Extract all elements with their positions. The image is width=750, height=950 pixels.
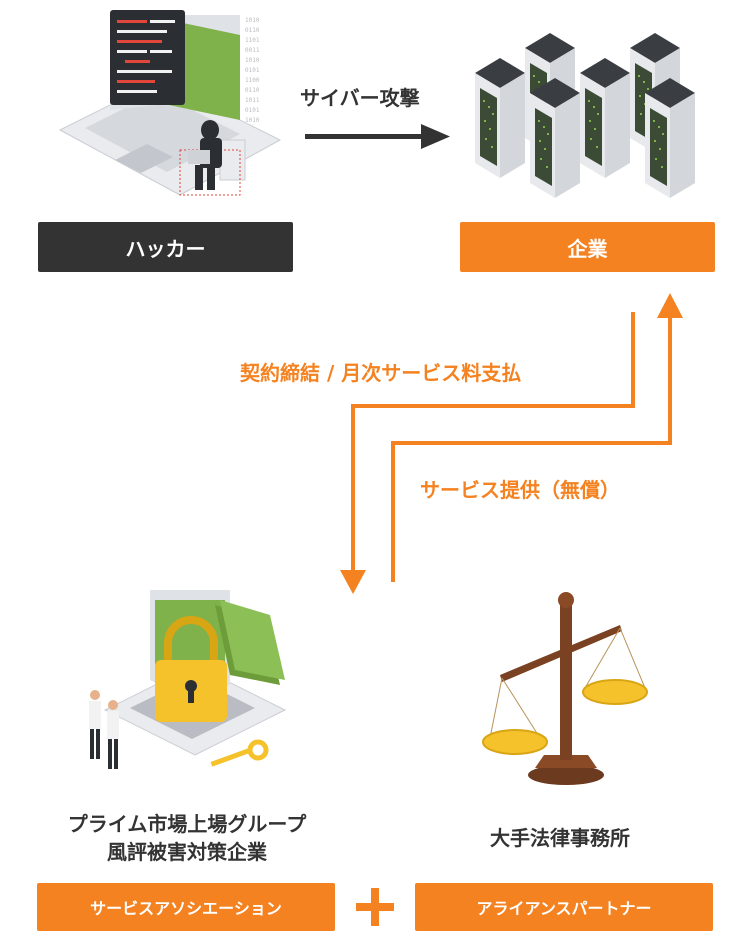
company-label: 企業	[460, 222, 715, 272]
alliance-partner-button[interactable]: アライアンスパートナー	[415, 883, 713, 931]
svg-text:1011: 1011	[245, 97, 260, 104]
attack-arrow	[305, 124, 450, 149]
svg-text:1010: 1010	[245, 57, 260, 64]
contract-label: 契約締結 / 月次サービス料支払	[240, 361, 522, 385]
law-firm-name: 大手法律事務所	[490, 826, 630, 850]
svg-text:1101: 1101	[245, 37, 260, 44]
service-association-button[interactable]: サービスアソシエーション	[37, 883, 335, 931]
plus-icon	[356, 888, 394, 926]
svg-text:1010: 1010	[245, 17, 260, 24]
svg-text:1010: 1010	[245, 117, 260, 124]
hacker-laptop-illustration: 1010 0110 1101 0011 1010 0101 1100 0110 1011 0…	[58, 10, 282, 196]
service-label: サービス提供（無償）	[420, 478, 620, 502]
svg-text:0101: 0101	[245, 107, 260, 114]
svg-text:0110: 0110	[245, 27, 260, 34]
secure-laptop-illustration	[89, 590, 287, 769]
svg-text:0101: 0101	[245, 67, 260, 74]
group-name-line1: プライム市場上場グループ	[67, 812, 307, 836]
scales-of-justice-illustration	[482, 592, 648, 785]
svg-text:1100: 1100	[245, 77, 260, 84]
attack-label: サイバー攻撃	[300, 86, 420, 110]
svg-text:0011: 0011	[245, 47, 260, 54]
group-name-line2: 風評被害対策企業	[107, 840, 267, 864]
svg-text:0110: 0110	[245, 87, 260, 94]
hacker-label: ハッカー	[38, 222, 293, 272]
